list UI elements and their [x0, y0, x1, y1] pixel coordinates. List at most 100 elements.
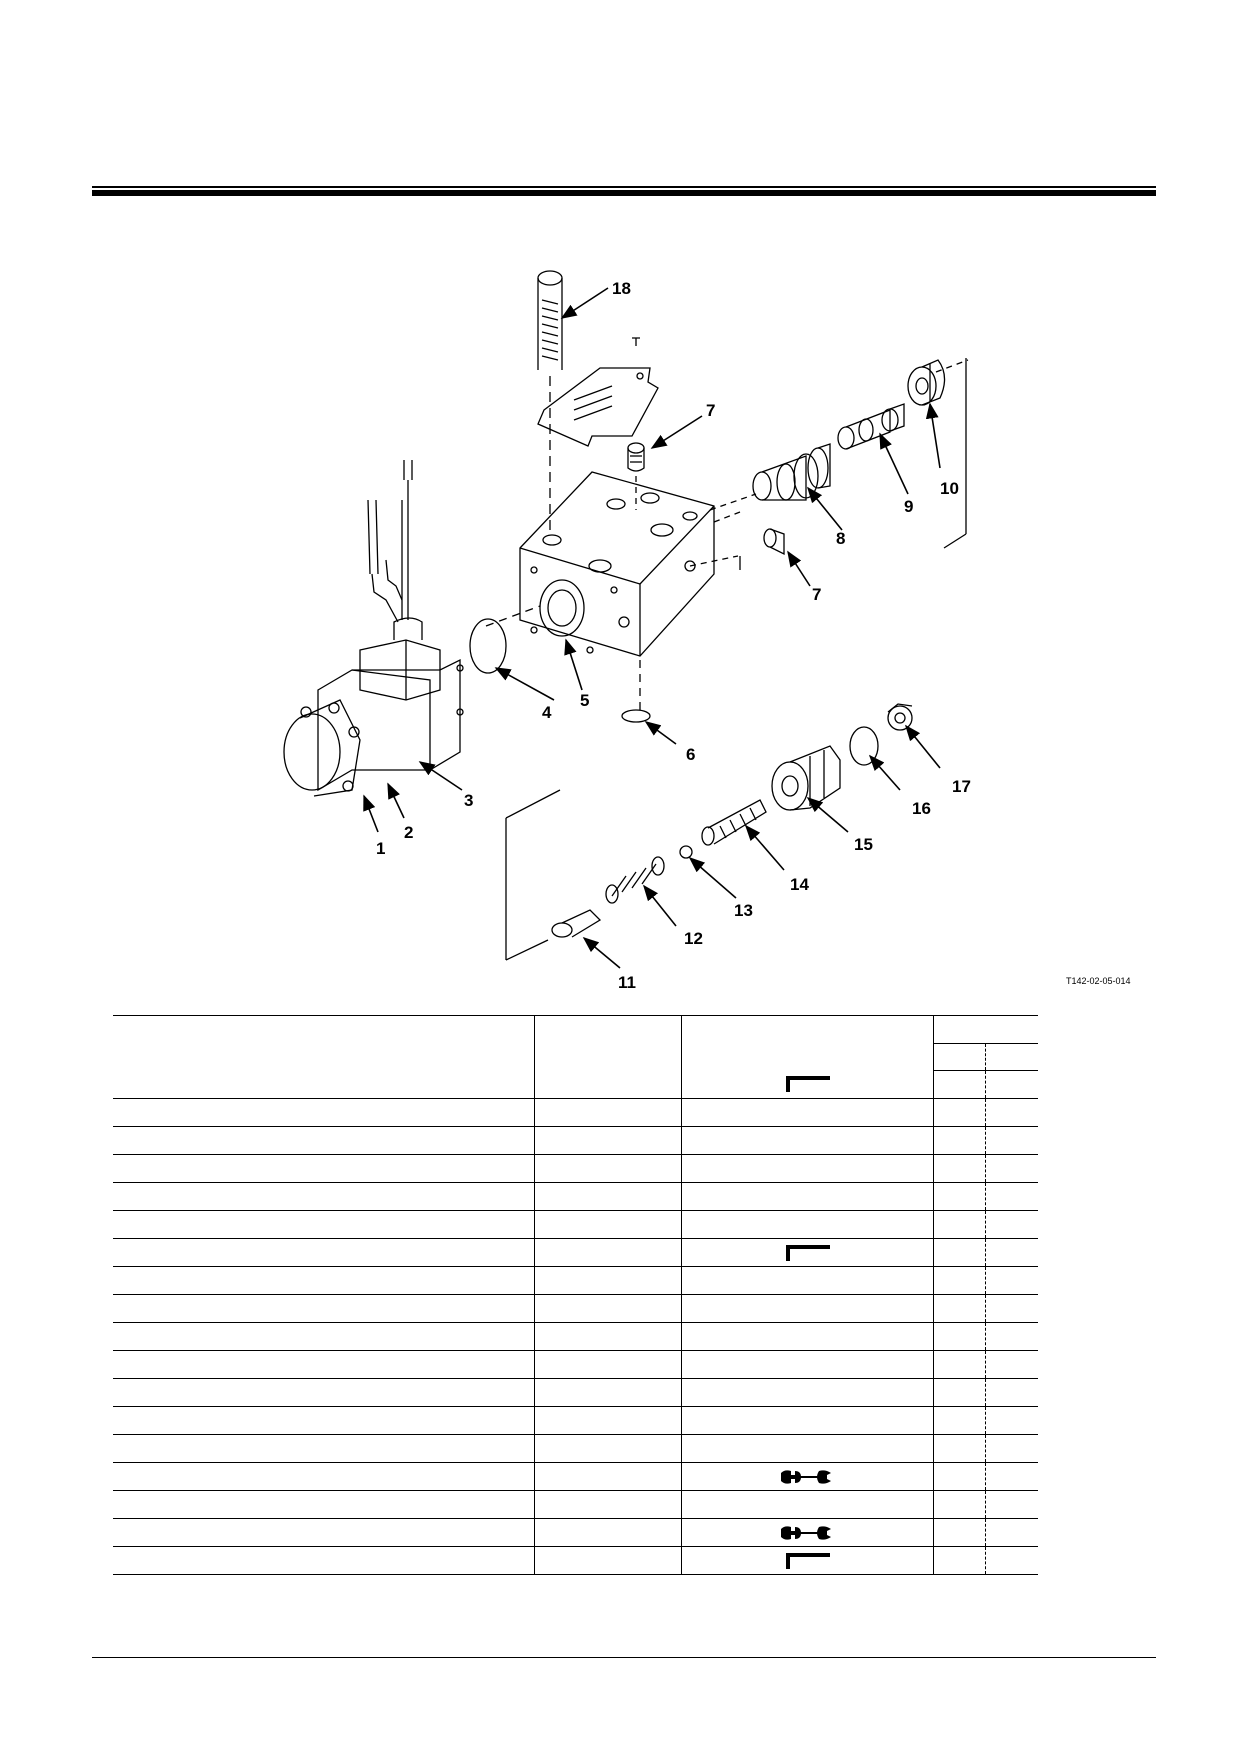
table-cell — [534, 1294, 682, 1323]
spool-part — [837, 403, 905, 450]
table-cell — [933, 1350, 987, 1379]
table-cell — [113, 1154, 535, 1183]
table-cell — [113, 1294, 535, 1323]
table-cell — [933, 1126, 987, 1155]
hex-wrench-icon — [785, 1552, 830, 1569]
callout-18: 18 — [612, 279, 631, 298]
table-row — [113, 1546, 1038, 1575]
table-cell — [534, 1322, 682, 1351]
footer-rule — [92, 1657, 1156, 1658]
table-row — [113, 1378, 1038, 1407]
table-row — [113, 1322, 1038, 1351]
table-cell — [534, 1126, 682, 1155]
table-cell — [681, 1238, 935, 1267]
table-cell — [681, 1070, 935, 1099]
table-cell — [933, 1210, 987, 1239]
table-cell — [681, 1434, 935, 1463]
callout-5: 5 — [580, 691, 589, 710]
figure-code: T142-02-05-014 — [1066, 976, 1131, 986]
table-cell — [534, 1490, 682, 1519]
table-cell — [681, 1462, 935, 1491]
table-cell — [113, 1378, 535, 1407]
table-header-row — [113, 1043, 1038, 1071]
header-rule-thin — [92, 186, 1156, 188]
table-row — [113, 1350, 1038, 1379]
table-row — [113, 1434, 1038, 1463]
table-cell — [534, 1434, 682, 1463]
table-cell — [681, 1182, 935, 1211]
callout-2: 2 — [404, 823, 413, 842]
callout-labels: 18 7 7 8 9 10 4 5 6 3 2 1 11 12 13 14 15… — [376, 279, 1131, 992]
hex-wrench-icon — [785, 1076, 830, 1093]
table-cell — [933, 1490, 987, 1519]
table-cell — [113, 1350, 535, 1379]
table-cell — [113, 1070, 535, 1099]
table-cell — [534, 1378, 682, 1407]
o-ring-part — [469, 618, 507, 674]
table-cell — [933, 1238, 987, 1267]
table-cell — [534, 1210, 682, 1239]
valve-body-part — [519, 471, 715, 657]
table-cell — [933, 1322, 987, 1351]
table-cell — [534, 1546, 682, 1575]
table-row — [113, 1098, 1038, 1127]
table-cell — [681, 1378, 935, 1407]
table-cell — [985, 1266, 1038, 1295]
table-row — [113, 1406, 1038, 1435]
o-ring-part — [621, 709, 651, 723]
callout-10: 10 — [940, 479, 959, 498]
table-cell — [681, 1154, 935, 1183]
table-cell — [534, 1070, 682, 1099]
table-cell — [985, 1434, 1038, 1463]
table-row — [113, 1294, 1038, 1323]
table-cell — [534, 1462, 682, 1491]
table-cell — [985, 1182, 1038, 1211]
callout-3: 3 — [464, 791, 473, 810]
table-cell — [681, 1406, 935, 1435]
table-cell — [681, 1350, 935, 1379]
table-cell — [681, 1266, 935, 1295]
table-header-cell — [985, 1043, 1038, 1071]
table-cell — [681, 1098, 935, 1127]
table-cell — [534, 1238, 682, 1267]
table-cell — [113, 1266, 535, 1295]
end-cap-part — [907, 359, 946, 406]
table-row — [113, 1210, 1038, 1239]
table-cell — [534, 1518, 682, 1547]
table-cell — [985, 1154, 1038, 1183]
table-cell — [985, 1126, 1038, 1155]
callout-17: 17 — [952, 777, 971, 796]
callout-4: 4 — [542, 703, 552, 722]
poppet-part — [551, 909, 602, 938]
table-cell — [113, 1322, 535, 1351]
table-cell — [681, 1546, 935, 1575]
table-cell — [534, 1182, 682, 1211]
table-cell — [681, 1294, 935, 1323]
table-cell — [113, 1518, 535, 1547]
table-header-cell — [933, 1043, 987, 1071]
table-row — [113, 1238, 1038, 1267]
table-cell — [113, 1406, 535, 1435]
adjusting-screw-part — [701, 799, 767, 846]
table-cell — [985, 1518, 1038, 1547]
table-cell — [113, 1126, 535, 1155]
table-cell — [113, 1490, 535, 1519]
table-row — [113, 1182, 1038, 1211]
cover-plate-part — [537, 367, 659, 447]
cap-screw-part — [537, 270, 563, 370]
callout-1: 1 — [376, 839, 385, 858]
table-row — [113, 1154, 1038, 1183]
solenoid-part — [283, 460, 464, 797]
table-cell — [933, 1098, 987, 1127]
ball-part — [679, 845, 693, 859]
table-cell — [534, 1098, 682, 1127]
table-cell — [113, 1546, 535, 1575]
table-header-cell — [933, 1015, 1038, 1044]
exploded-view-diagram: 18 7 7 8 9 10 4 5 6 3 2 1 11 12 13 14 15… — [283, 270, 1131, 992]
table-header-cell — [681, 1015, 935, 1071]
o-ring-part — [849, 726, 879, 766]
table-cell — [534, 1350, 682, 1379]
plug-part — [771, 745, 841, 811]
callout-13: 13 — [734, 901, 753, 920]
table-row — [113, 1266, 1038, 1295]
